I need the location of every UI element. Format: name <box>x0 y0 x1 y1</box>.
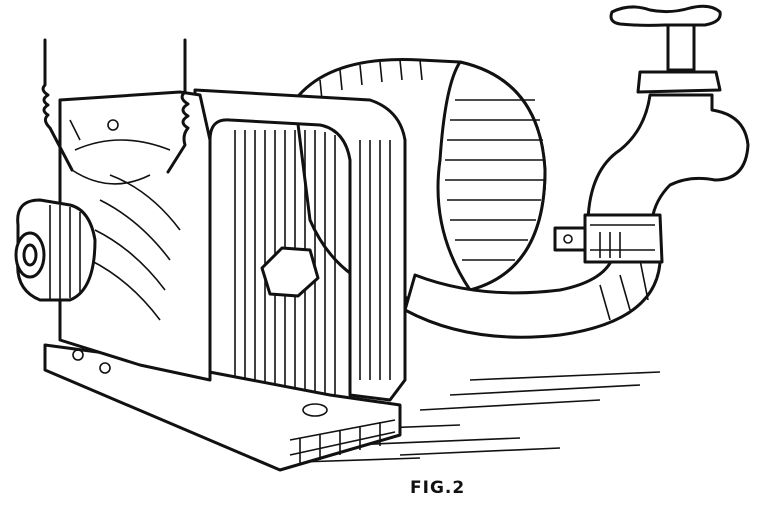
hex-bolt <box>260 246 320 298</box>
lead-wire-left <box>41 38 74 172</box>
field-frame <box>193 88 407 402</box>
faucet <box>586 4 750 222</box>
lead-wires <box>41 38 190 185</box>
adjustment-knob <box>14 198 97 302</box>
hose-clamp <box>553 213 664 264</box>
base-plate <box>43 343 402 472</box>
lead-wire-right <box>166 38 190 174</box>
figure-caption: FIG.2 <box>410 478 466 498</box>
faucet-handle <box>609 4 722 27</box>
flywheel-drum <box>293 58 547 302</box>
